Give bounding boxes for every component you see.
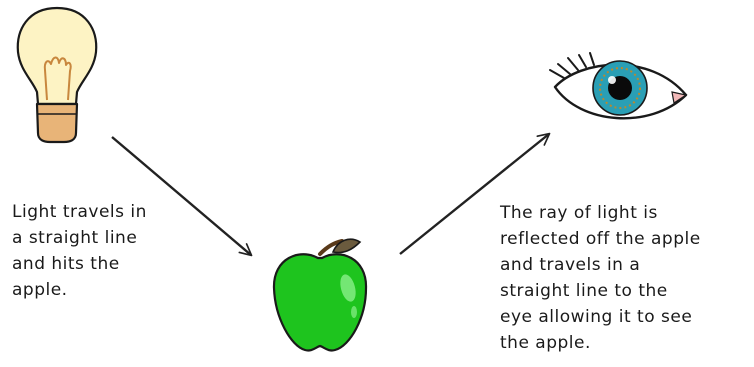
incident-light-caption: Light travels in a straight line and hit… — [12, 199, 147, 303]
eye-icon — [550, 53, 686, 118]
caption-line: and hits the — [12, 251, 147, 277]
caption-line: and travels in a — [500, 252, 701, 278]
caption-line: The ray of light is — [500, 200, 701, 226]
caption-line: apple. — [12, 277, 147, 303]
caption-line: straight line to the — [500, 278, 701, 304]
caption-line: Light travels in — [12, 199, 147, 225]
caption-line: eye allowing it to see — [500, 304, 701, 330]
reflected-light-caption: The ray of light is reflected off the ap… — [500, 200, 701, 356]
caption-line: a straight line — [12, 225, 147, 251]
caption-line: reflected off the apple — [500, 226, 701, 252]
apple-icon — [274, 239, 366, 350]
caption-line: the apple. — [500, 330, 701, 356]
light-bulb-icon — [18, 8, 96, 142]
